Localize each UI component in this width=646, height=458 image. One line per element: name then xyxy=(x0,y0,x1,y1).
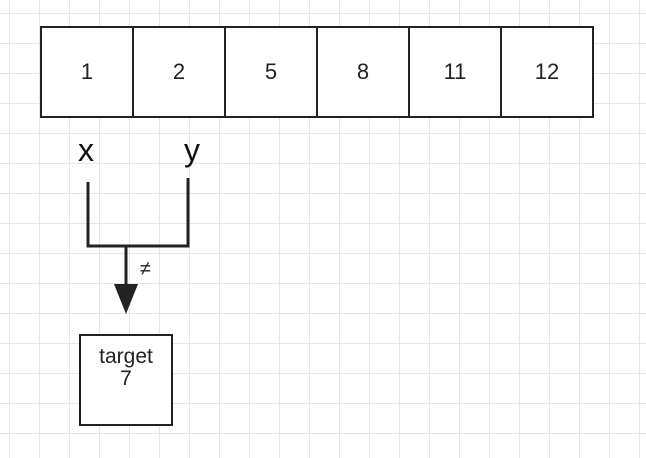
array-cell: 11 xyxy=(410,28,502,116)
array-cell: 5 xyxy=(226,28,318,116)
target-value: 7 xyxy=(120,367,132,390)
target-label: target xyxy=(99,345,153,368)
pointer-y-label: y xyxy=(184,132,200,168)
array-cell: 12 xyxy=(534,59,560,84)
array-cell: 1 xyxy=(42,28,134,116)
bracket-line xyxy=(86,178,190,248)
target-box: target 7 xyxy=(79,334,173,426)
not-equal-symbol: ≠ xyxy=(140,258,151,280)
array-cell: 8 xyxy=(318,28,410,116)
arrow-head-icon xyxy=(114,284,138,314)
sorted-array: 1 2 5 8 11 12 xyxy=(40,26,594,118)
array-cell: 2 xyxy=(134,28,226,116)
pointer-x-label: x xyxy=(78,132,94,168)
